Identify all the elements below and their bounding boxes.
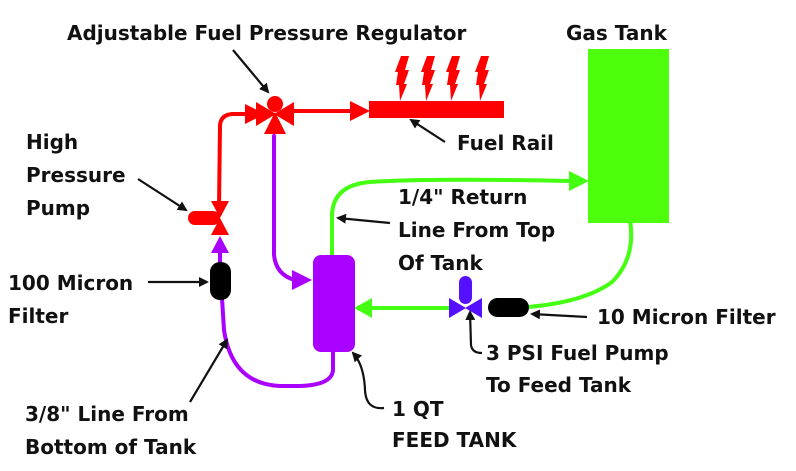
label-hp-pump-line-2: Pressure	[26, 163, 126, 187]
regulator-return-line	[272, 134, 297, 282]
hp-pump-valve-bottom	[211, 218, 229, 235]
regulator-valve-left	[256, 102, 276, 126]
label-regulator: Adjustable Fuel Pressure Regulator	[67, 21, 467, 45]
label-feed-pump-line-1: 3 PSI Fuel Pump	[486, 341, 669, 365]
feed-pump-valve-left	[449, 298, 466, 318]
feed-pump-motor	[459, 276, 472, 304]
pointer-feed-pump	[465, 310, 483, 355]
feed-pump	[449, 276, 482, 318]
injector-spark-icon	[421, 56, 435, 101]
regulator-valve-bottom	[264, 112, 286, 134]
regulator-knob	[267, 96, 283, 112]
pointer-return-line	[336, 213, 391, 225]
label-feed-line-1: 3/8" Line From	[25, 402, 189, 426]
arrowhead-into-regulator	[245, 104, 265, 124]
arrowhead-into-feed-tank-top	[292, 270, 312, 290]
return-line-to-gas-tank	[330, 177, 574, 258]
pointer-regulator	[232, 49, 270, 94]
label-filter-100-line-1: 100 Micron	[8, 271, 133, 295]
label-return-line-3: Of Tank	[398, 251, 483, 275]
filter-100-micron	[210, 262, 231, 300]
label-filter-10: 10 Micron Filter	[597, 305, 776, 329]
label-hp-pump-line-3: Pump	[26, 196, 90, 220]
feed-line-from-tank-bottom	[220, 296, 335, 388]
filter-10-micron	[488, 298, 529, 317]
feed-tank	[313, 255, 355, 352]
label-feed-line-2: Bottom of Tank	[25, 435, 197, 459]
label-feed-tank-line-1: 1 QT	[392, 397, 444, 421]
high-pressure-pump	[188, 201, 229, 235]
injector-spark-icon	[395, 56, 409, 101]
pointer-feed-tank	[351, 351, 385, 410]
gas-tank	[588, 49, 669, 223]
injector-spark-icon	[475, 56, 489, 101]
pointer-fuel-rail	[409, 118, 446, 143]
arrowhead-into-rail	[350, 101, 370, 121]
arrowhead-into-hp-pump	[211, 236, 229, 253]
feed-pump-valve-right	[465, 298, 482, 318]
hp-pump-valve-top	[211, 201, 229, 218]
fuel-pressure-regulator	[256, 96, 294, 134]
pointer-hp-pump	[137, 178, 188, 212]
gas-tank-outlet-line	[526, 218, 634, 309]
injector-spark-icon	[446, 56, 460, 101]
hp-pump-motor	[188, 211, 220, 225]
label-return-line-2: Line From Top	[398, 218, 555, 242]
label-filter-100-line-2: Filter	[8, 304, 68, 328]
label-feed-pump-line-2: To Feed Tank	[486, 373, 632, 397]
fuel-rail	[369, 101, 504, 118]
high-pressure-line-to-regulator	[217, 112, 252, 210]
label-return-line-1: 1/4" Return	[398, 185, 527, 209]
label-hp-pump-line-1: High	[26, 130, 78, 154]
label-fuel-rail: Fuel Rail	[457, 131, 554, 155]
label-gas-tank: Gas Tank	[566, 21, 668, 45]
arrowhead-into-gas-tank	[569, 171, 589, 191]
regulator-valve-right	[274, 102, 294, 126]
pointer-feed-line	[189, 338, 229, 403]
arrowhead-into-feed-tank-side	[354, 298, 372, 318]
label-feed-tank-line-2: FEED TANK	[392, 428, 518, 452]
injector-sparks	[395, 56, 489, 101]
pointer-filter-10	[530, 309, 588, 320]
